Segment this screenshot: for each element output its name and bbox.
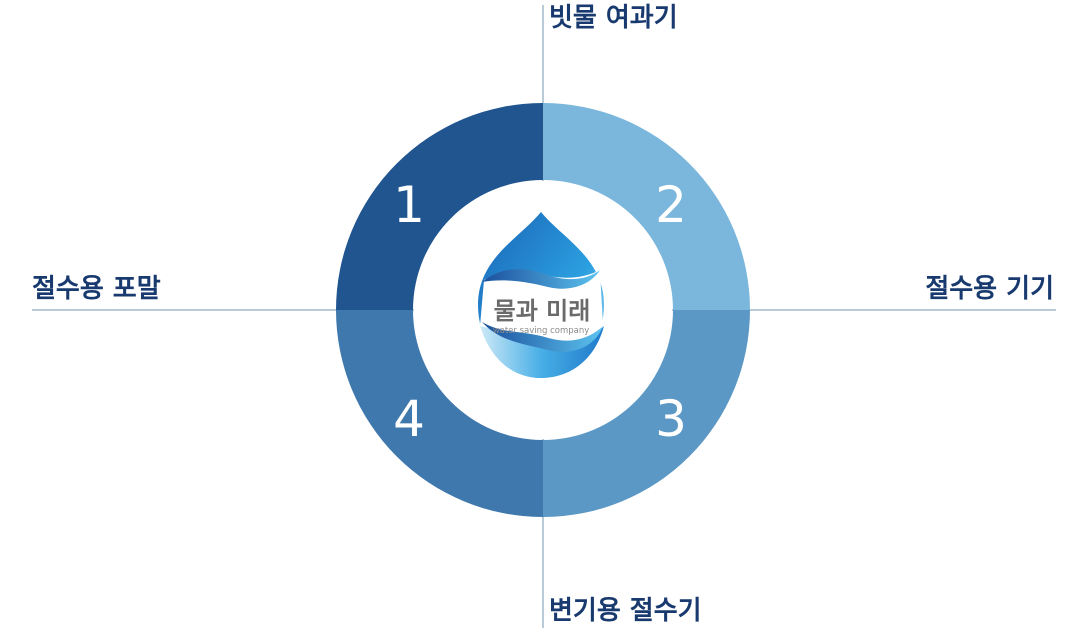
label-water-saving-aerator: 절수용 포말 xyxy=(32,274,161,304)
segment-number-3: 3 xyxy=(655,390,687,448)
ring-segment-4 xyxy=(336,310,543,517)
water-drop-logo: 물과 미래 water saving company xyxy=(478,212,604,378)
logo-tagline: water saving company xyxy=(493,326,590,336)
water-drop-wave-bottom xyxy=(482,322,603,352)
segment-number-2: 2 xyxy=(655,176,687,234)
water-drop-wave-top xyxy=(482,269,600,289)
logo-name: 물과 미래 xyxy=(494,297,591,325)
segment-number-1: 1 xyxy=(393,176,425,234)
water-drop-lower-band xyxy=(479,322,604,378)
label-toilet-water-saver: 변기용 절수기 xyxy=(549,596,702,626)
label-rainwater-filter: 빗물 여과기 xyxy=(549,3,678,33)
label-water-saving-device: 절수용 기기 xyxy=(925,274,1054,304)
ring-segment-1 xyxy=(336,103,543,310)
segment-number-4: 4 xyxy=(393,390,425,448)
ring-segment-2 xyxy=(543,103,750,310)
ring-segment-3 xyxy=(543,310,750,517)
